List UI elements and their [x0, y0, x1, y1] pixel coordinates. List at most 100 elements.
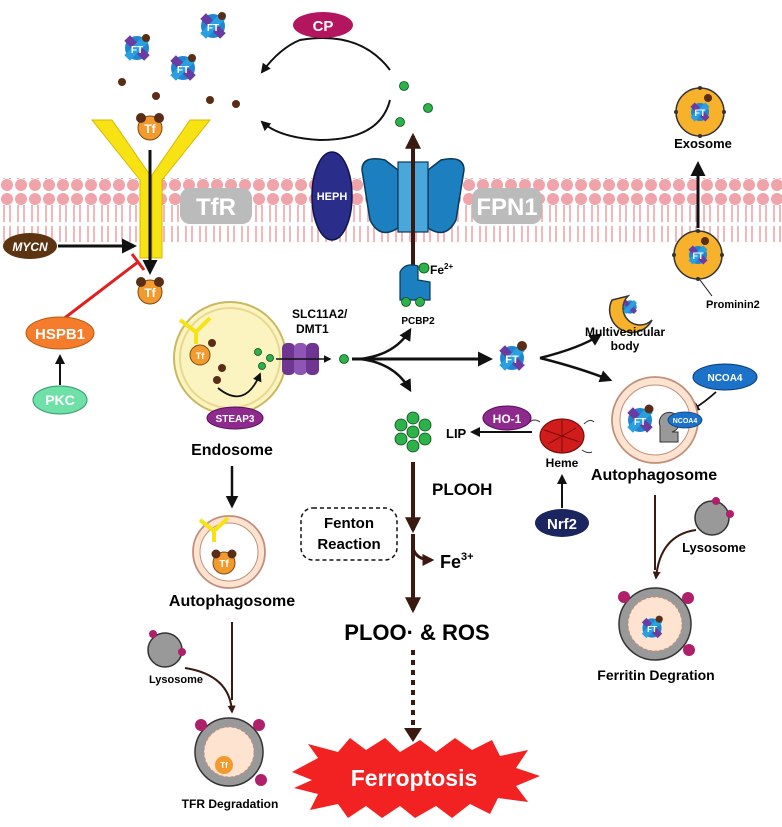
- ft-icon: [641, 615, 663, 639]
- tf-icon: Tf: [189, 344, 211, 366]
- multivesicular-body: [608, 294, 653, 334]
- heme-icon: [529, 418, 595, 454]
- mycn-label: MYCN: [12, 240, 48, 254]
- ncoa4-inner-label: NCOA4: [673, 418, 698, 425]
- mycn-badge: [3, 233, 57, 259]
- reaction-label: Reaction: [317, 536, 380, 553]
- pcbp2-protein: [399, 262, 431, 307]
- exosome-label: Exosome: [674, 136, 732, 151]
- slc11a2-label: SLC11A2/: [292, 307, 348, 321]
- svg-text:FT: FT: [634, 417, 646, 428]
- ft-icon: FT: [124, 34, 150, 61]
- tf-icon: Tf: [215, 756, 233, 774]
- ho1-badge: [482, 405, 532, 431]
- tfr-label: TfR: [196, 194, 236, 221]
- pkc-badge: [32, 385, 88, 415]
- tfr-degradation-label: TFR Degradation: [182, 797, 279, 811]
- hspb1-inhibition-line: [61, 260, 139, 322]
- fenton-reaction-box: [300, 507, 398, 561]
- mvb-label-1: Multivesicular: [585, 325, 665, 339]
- lysosome-icon: [694, 497, 734, 536]
- left-lysosome-label: Lysosome: [149, 674, 203, 686]
- left-lysosome-fusion-arrow: [184, 667, 236, 714]
- dmt1-label: DMT1: [296, 322, 329, 336]
- endosome-label: Endosome: [191, 442, 273, 459]
- svg-text:Tf: Tf: [144, 286, 156, 300]
- steap3-reduction-arrow: [217, 372, 262, 398]
- right-autophagosome-label: Autophagosome: [591, 467, 717, 484]
- ft-icon: FT: [499, 341, 527, 371]
- heph-cycle-arrow: [260, 99, 391, 142]
- tf-icon: Tf: [211, 549, 237, 575]
- hspb1-label: HSPB1: [35, 326, 85, 343]
- to-mvb-arrow: [539, 333, 603, 360]
- tfr-label-box: [180, 188, 252, 224]
- ferritin-degradation-label: Ferritin Degration: [597, 667, 714, 683]
- svg-text:FT: FT: [177, 65, 189, 76]
- steap3-label: STEAP3: [216, 414, 255, 425]
- tfr-right-arm: [151, 119, 212, 259]
- lip-label: LIP: [446, 426, 467, 441]
- fe3-dots-endosome: [208, 339, 226, 384]
- fe3-release-arrow: [411, 547, 435, 566]
- ferritin-degradation-vesicle: FT: [618, 587, 695, 661]
- fpn1-label-box: [472, 188, 542, 224]
- to-pcbp2-arrow: [359, 327, 412, 361]
- to-autophagosome-arrow: [539, 356, 613, 383]
- svg-text:FT: FT: [505, 354, 519, 366]
- heph-label: HEPH: [317, 191, 348, 203]
- lysosome-icon: [147, 630, 186, 668]
- ploo-ros-label: PLOO· & ROS: [344, 620, 489, 645]
- steap3-badge: [206, 406, 264, 430]
- left-autophagosome-label: Autophagosome: [169, 593, 295, 610]
- pcbp2-label: PCBP2: [401, 316, 435, 327]
- ferroptosis-label: Ferroptosis: [351, 765, 478, 791]
- fpn1-label: FPN1: [476, 194, 537, 221]
- heph-protein: [311, 151, 353, 241]
- fe2-label: Fe2+: [430, 262, 453, 277]
- lip-iron-cluster: [394, 411, 432, 453]
- tf-icon: Tf: [136, 113, 164, 141]
- svg-text:Tf: Tf: [144, 122, 156, 136]
- svg-text:FT: FT: [131, 45, 143, 56]
- right-lysosome-fusion-arrow: [652, 529, 697, 580]
- tf-icon: Tf: [136, 277, 164, 305]
- svg-text:Tf: Tf: [220, 761, 228, 770]
- svg-text:FT: FT: [693, 251, 704, 261]
- prominin2-vesicle: FT: [672, 229, 724, 281]
- hspb1-badge: [25, 316, 95, 350]
- iron-dot-icon: [339, 354, 349, 364]
- cp-badge: [293, 12, 353, 38]
- fenton-label: Fenton: [324, 515, 374, 532]
- ft-icon: FT: [170, 54, 196, 81]
- to-lip-arrow: [359, 357, 412, 393]
- ncoa4-badge: [692, 363, 758, 391]
- fe2-dots-endosome: [254, 348, 274, 370]
- svg-text:FT: FT: [207, 23, 219, 34]
- nrf2-label: Nrf2: [547, 516, 577, 533]
- exosome: FT: [674, 86, 726, 138]
- cp-label: CP: [313, 18, 334, 35]
- mvb-label-2: body: [611, 339, 640, 353]
- nrf2-badge: [535, 509, 589, 537]
- endosome-tfr: [178, 316, 212, 344]
- ferroptosis-burst: [292, 738, 540, 818]
- ho1-label: HO-1: [493, 412, 522, 426]
- ft-icon: [622, 299, 638, 315]
- svg-text:Tf: Tf: [219, 559, 229, 570]
- heme-label: Heme: [546, 456, 579, 470]
- tfr-degradation-vesicle: Tf: [194, 717, 267, 787]
- right-lysosome-label: Lysosome: [682, 540, 746, 555]
- ncoa4-label: NCOA4: [707, 373, 742, 384]
- cp-cycle-arrow: [260, 37, 391, 74]
- svg-text:FT: FT: [647, 625, 657, 634]
- fe3-dots-extracellular: [118, 78, 240, 108]
- ft-icon: FT: [627, 404, 654, 433]
- fe3-label: Fe3+: [440, 551, 474, 572]
- prominin2-label: Prominin2: [706, 299, 760, 311]
- fe2-dots-extracellular: [395, 81, 433, 127]
- svg-text:Tf: Tf: [196, 351, 205, 361]
- right-autophagosome: FT NCOA4: [611, 376, 703, 464]
